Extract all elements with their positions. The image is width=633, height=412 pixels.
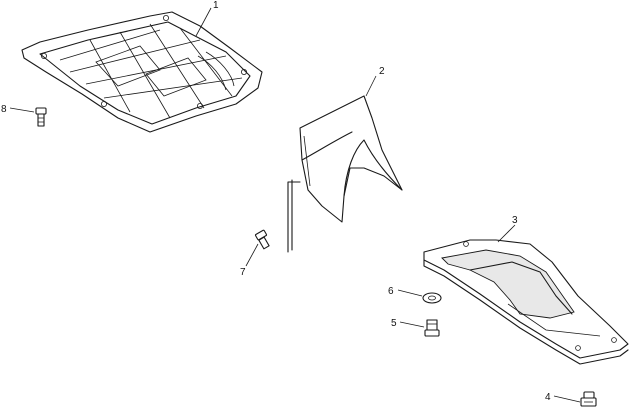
part-5-bolt <box>424 319 440 337</box>
leader-lines <box>9 7 581 403</box>
part-2-deflector <box>287 95 403 253</box>
part-4-bolt <box>580 391 597 407</box>
part-1-skid-plate <box>21 11 263 133</box>
callout-8: 8 <box>1 104 7 115</box>
part-6-washer <box>422 292 442 304</box>
part-3-bracket <box>423 239 629 365</box>
callout-7: 7 <box>240 267 246 278</box>
callout-2: 2 <box>379 66 385 77</box>
callout-4: 4 <box>545 392 551 403</box>
callout-3: 3 <box>512 215 518 226</box>
part-7-bolt <box>254 229 270 250</box>
callout-5: 5 <box>391 318 397 329</box>
part-8-bolt <box>35 107 47 127</box>
callout-1: 1 <box>213 0 219 11</box>
callout-6: 6 <box>388 286 394 297</box>
